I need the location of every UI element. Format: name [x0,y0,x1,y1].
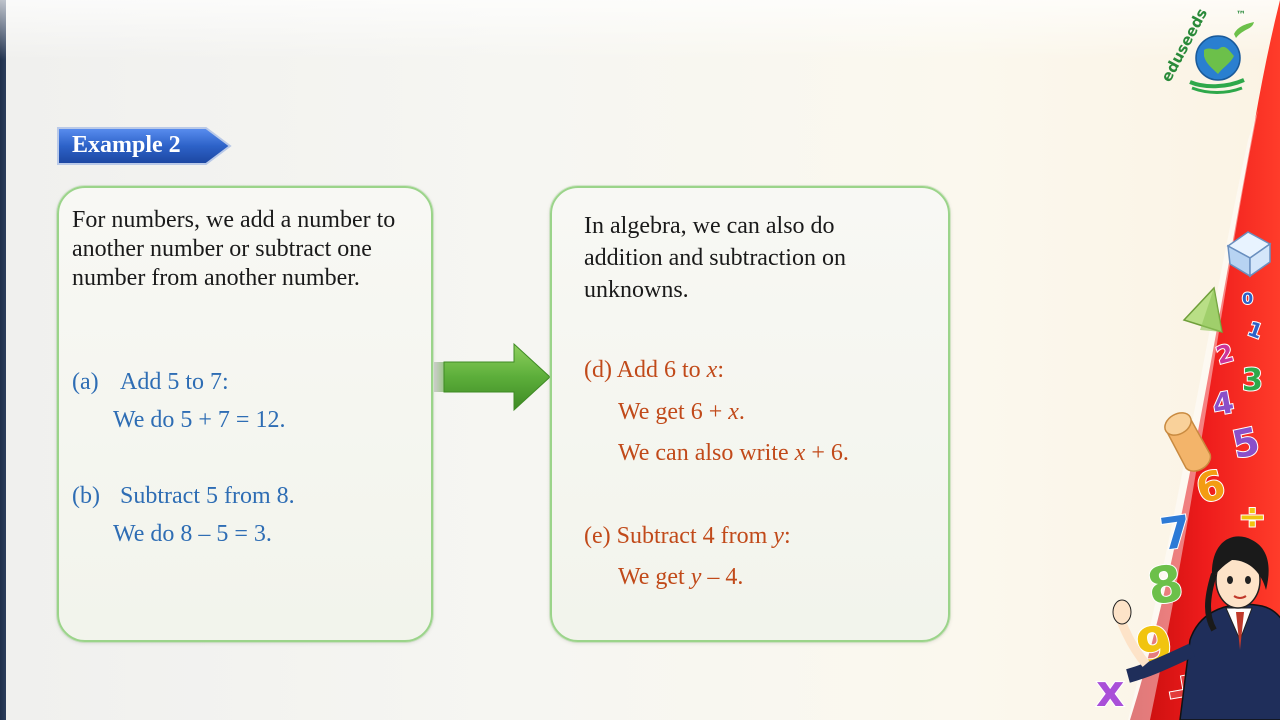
algebra-box [550,186,950,642]
example-label: Example 2 [72,132,181,158]
item-d-line1-end: . [738,399,745,425]
glyph-3: 3 [1242,363,1263,398]
glyph-7: 7 [1157,506,1194,561]
example-tag: Example 2 [56,124,232,168]
item-d-line2-a: We can also write [618,440,795,466]
glyph-6: 6 [1191,462,1230,514]
item-e-heading: (e) Subtract 4 from y: [584,522,791,551]
item-d-line2: We can also write x + 6. [618,439,849,468]
top-glow [0,0,1280,60]
algebra-intro: In algebra, we can also do addition and … [584,213,846,303]
left-edge-bar [0,0,6,720]
numbers-intro: For numbers, we add a number to another … [72,207,396,291]
item-d-line2-var: x [794,440,806,466]
item-d-colon: : [717,357,724,383]
item-e-line1-a: We get [618,564,691,590]
item-a-text: Add 5 to 7: [120,369,229,395]
item-d-line1: We get 6 + x. [618,398,745,427]
cube-shape [1226,231,1272,278]
glyph-plus: + [1159,656,1215,720]
eduseeds-logo: eduseeds ™ [1157,5,1260,100]
tag-arrow-shape [57,127,232,165]
red-band [1130,0,1280,720]
globe-icon [1189,22,1254,94]
band-highlight [1128,110,1258,720]
item-e-line1-end: – 4. [701,564,744,590]
item-a-label: (a) [72,369,99,395]
teacher-character [1112,536,1280,720]
item-b-text: Subtract 5 from 8. [120,483,295,509]
pyramid-shape [1182,286,1223,334]
item-e-colon: : [783,523,791,549]
item-b-result: We do 8 – 5 = 3. [113,521,272,547]
logo-trademark: ™ [1236,10,1246,21]
glyph-1: 1 [1244,316,1265,343]
glyph-5: 5 [1228,419,1263,468]
glyph-divide: ÷ [1238,497,1267,537]
item-d-line2-end: + 6. [805,440,849,466]
glyph-8: 8 [1143,554,1187,617]
glyph-9: 9 [1132,615,1178,680]
glyph-x: x [1096,666,1124,717]
item-e-line1-var: y [690,564,702,590]
glyph-4: 4 [1210,385,1237,423]
item-e-line1: We get y – 4. [618,563,743,592]
item-a-result: We do 5 + 7 = 12. [113,407,286,433]
item-d-heading: (d) Add 6 to x: [584,356,724,385]
item-b-label: (b) [72,483,100,509]
item-d-var: x [706,357,718,383]
item-e-var: y [773,523,784,549]
item-d-line1-var: x [728,399,739,425]
item-e-text: (e) Subtract 4 from [584,523,774,549]
right-arrow-icon [434,342,551,412]
glyph-0: 0 [1242,289,1253,308]
item-d-text: (d) Add 6 to [584,357,707,383]
glyph-2: 2 [1213,339,1236,370]
item-d-line1-a: We get 6 + [618,399,729,425]
numbers-box [57,186,433,642]
cylinder-shape [1164,412,1212,472]
